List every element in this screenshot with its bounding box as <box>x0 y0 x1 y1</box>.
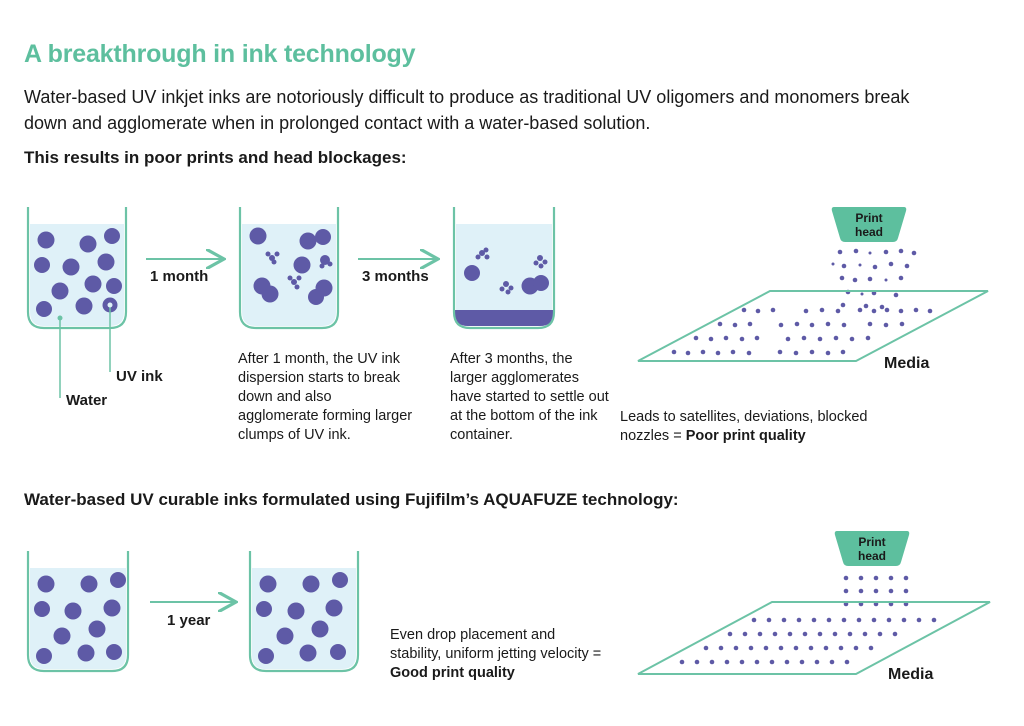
uv-ink-particles <box>34 228 122 317</box>
ink-container-icon <box>248 551 360 673</box>
result-poor: Leads to satellites, deviations, blocked… <box>620 408 900 446</box>
water-label: Water <box>66 392 108 409</box>
print-dots-good <box>679 617 937 665</box>
print-dots-poor <box>671 307 933 356</box>
print-head-text-1b: head <box>855 225 883 239</box>
ink-container-icon <box>452 207 556 330</box>
intro-paragraph: Water-based UV inkjet inks are notorious… <box>24 87 910 133</box>
page-title: A breakthrough in ink technology <box>24 40 416 68</box>
section2-heading: Water-based UV curable inks formulated u… <box>24 490 679 509</box>
arrow-label-1-year: 1 year <box>167 612 211 629</box>
media-label-2: Media <box>888 666 934 683</box>
result-poor-bold: Poor print quality <box>685 428 806 444</box>
ink-container-icon <box>26 207 128 398</box>
ink-container-icon <box>238 207 340 330</box>
print-head-text-2b: head <box>858 549 886 563</box>
ink-drops-scattered <box>831 248 917 310</box>
print-head-text-2a: Print <box>858 535 885 549</box>
media-label-1: Media <box>884 355 930 372</box>
result-good-text: Even drop placement and stability, unifo… <box>390 627 602 662</box>
settled-particles <box>464 247 549 295</box>
caption-1-month: After 1 month, the UV ink dispersion sta… <box>238 351 413 443</box>
media-sheet-icon <box>637 601 991 675</box>
print-head-text-1a: Print <box>855 211 882 225</box>
print-head-icon: Print head <box>834 531 910 566</box>
result-good: Even drop placement and stability, unifo… <box>390 626 605 683</box>
agglomerated-particles <box>249 227 333 305</box>
result-poor-text: Leads to satellites, deviations, blocked… <box>620 409 868 444</box>
media-sheet-icon <box>637 290 989 362</box>
stable-uv-ink-particles <box>34 572 126 664</box>
uv-ink-label: UV ink <box>116 368 163 385</box>
section1-heading: This results in poor prints and head blo… <box>24 148 407 167</box>
print-head-icon: Print head <box>831 207 907 242</box>
stable-uv-ink-particles <box>256 572 348 664</box>
result-good-bold: Good print quality <box>390 665 515 681</box>
ink-container-icon <box>26 551 130 673</box>
caption-3-months: After 3 months, the larger agglomerates … <box>450 351 609 443</box>
arrow-label-3-months: 3 months <box>362 268 429 285</box>
arrow-label-1-month: 1 month <box>150 268 209 285</box>
